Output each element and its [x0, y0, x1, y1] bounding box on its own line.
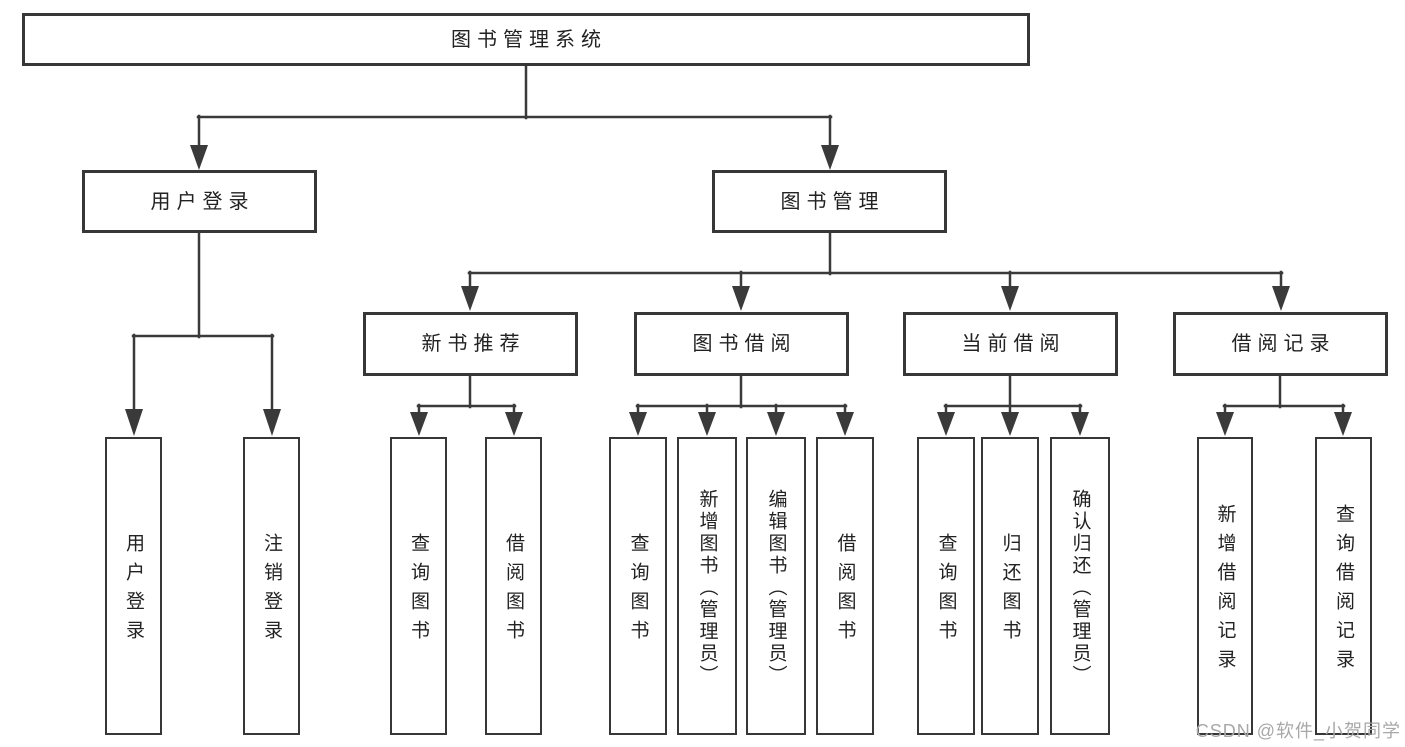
leaf-label: 查询图书 [408, 533, 429, 649]
node-user-login: 用户登录 [82, 170, 317, 233]
node-borrowing-records: 借阅记录 [1173, 312, 1388, 376]
leaf-label: 查询图书 [627, 533, 649, 649]
leaf-add-borrow-record: 新增借阅记录 [1197, 437, 1253, 735]
leaf-logout: 注销登录 [243, 437, 300, 735]
leaf-label: 确认归还（管理员） [1069, 488, 1091, 687]
node-label: 用户登录 [150, 190, 255, 213]
node-label: 借阅记录 [1231, 333, 1336, 355]
node-label: 图书管理 [780, 190, 885, 213]
node-new-book-recommendation: 新书推荐 [363, 312, 578, 376]
leaf-label: 归还图书 [999, 533, 1021, 649]
leaf-label: 用户登录 [123, 533, 144, 649]
leaf-label: 注销登录 [261, 533, 282, 649]
leaf-query-books-recommend: 查询图书 [390, 437, 447, 735]
leaf-query-borrow-record: 查询借阅记录 [1315, 437, 1372, 735]
leaf-query-books-borrowing: 查询图书 [609, 437, 667, 735]
leaf-label: 借阅图书 [503, 533, 524, 649]
node-book-management: 图书管理 [712, 170, 947, 233]
leaf-confirm-return-admin: 确认归还（管理员） [1050, 437, 1110, 735]
leaf-query-books-current: 查询图书 [917, 437, 975, 735]
node-label: 新书推荐 [421, 333, 526, 355]
tree-edges [131, 64, 1346, 416]
leaf-return-book: 归还图书 [981, 437, 1039, 735]
leaf-label: 新增借阅记录 [1214, 504, 1236, 678]
node-current-borrowing: 当前借阅 [903, 312, 1118, 376]
node-library-system: 图书管理系统 [22, 13, 1030, 66]
watermark-text: CSDN @软件_小贺同学 [1195, 721, 1401, 741]
node-label: 当前借阅 [961, 333, 1066, 355]
node-label: 图书借阅 [692, 333, 797, 355]
leaf-borrow-books-recommend: 借阅图书 [485, 437, 542, 735]
arrowheads [125, 145, 1352, 436]
leaf-edit-book-admin: 编辑图书（管理员） [746, 437, 806, 735]
leaf-label: 查询图书 [935, 533, 957, 649]
node-label: 图书管理系统 [451, 28, 607, 51]
leaf-label: 编辑图书（管理员） [765, 488, 787, 687]
leaf-label: 查询借阅记录 [1333, 504, 1354, 678]
leaf-label: 借阅图书 [834, 533, 856, 649]
leaf-user-login: 用户登录 [105, 437, 162, 735]
leaf-borrow-books-borrowing: 借阅图书 [816, 437, 874, 735]
node-book-borrowing: 图书借阅 [634, 312, 849, 376]
leaf-add-book-admin: 新增图书（管理员） [677, 437, 737, 735]
leaf-label: 新增图书（管理员） [696, 488, 718, 687]
